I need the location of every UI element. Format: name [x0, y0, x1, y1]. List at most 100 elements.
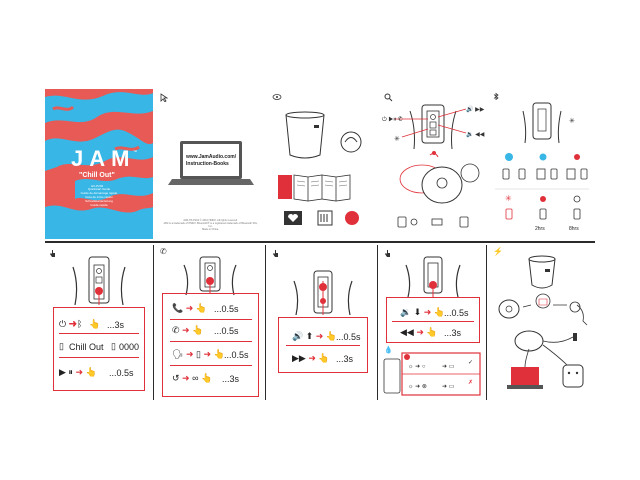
led-status-row-1	[505, 153, 580, 161]
url-panel: www.JamAudio.com/ Instruction-Books JAM-…	[156, 89, 265, 239]
volume-instructions-box	[278, 317, 368, 373]
divider	[392, 321, 474, 322]
cover-pattern	[45, 89, 153, 239]
svg-text:✳: ✳	[394, 135, 400, 143]
cursor-icon	[160, 93, 168, 102]
search-icon	[384, 93, 393, 102]
power-pairing-panel: ⏻ ➜ ᛒ 👆 ...3s ▯ Chill Out ▯ 0000 ▶ ⏸ ➜ 👆…	[45, 245, 153, 400]
column-divider	[265, 245, 266, 400]
speaker-top-diagram	[72, 256, 126, 305]
play-pause-hold-time: ...0.5s	[109, 368, 134, 378]
charging-diagram	[498, 255, 588, 389]
pin-device-icon: ▯	[111, 341, 116, 351]
play-pause-icon: ▶ ⏸ ➜ 👆	[59, 367, 97, 377]
volume-up-icon: 🔊 ⬆ ➜ 👆	[292, 331, 338, 341]
svg-text:⏻ ▶⏸ ✆: ⏻ ▶⏸ ✆	[382, 116, 403, 123]
redial-hold-time: ...3s	[222, 374, 240, 384]
bluetooth-symbol-1: ᛒ	[77, 319, 83, 329]
hand-icon	[49, 249, 56, 258]
answer-hold-time: ...0.5s	[214, 304, 239, 314]
transfer-hold-time: ...0.5s	[224, 350, 249, 360]
svg-text:✳: ✳	[505, 194, 512, 203]
divider	[170, 365, 252, 366]
legal-line: Made in China.	[202, 228, 219, 231]
water-drop-icon: 💧	[384, 347, 393, 354]
hand-icon	[272, 93, 282, 101]
divider	[59, 333, 139, 334]
reject-hold-time: ...0.5s	[214, 326, 239, 336]
cover-subtitle: Schnellstartanleitung	[85, 199, 113, 203]
power-instructions-box	[53, 307, 145, 391]
hand-icon	[384, 249, 391, 258]
pin-code: 0000	[119, 342, 140, 352]
cover-subtitle: Guía de inicio rápido	[85, 195, 113, 199]
phone-panel: ✆ 📞 ➜ 👆 ...0.5s ✆ ➜ 👆 ...0.5s 🗣 ➜ ▯ ➜ 👆 …	[156, 245, 265, 400]
column-divider	[486, 245, 487, 400]
charging-panel: ⚡	[489, 245, 595, 400]
svg-text:➜ ▭: ➜ ▭	[442, 384, 455, 390]
tap-icon: 👆	[89, 319, 101, 329]
volume-down-hold-time: ...0.5s	[444, 308, 469, 318]
svg-text:☼ ➜ ⊗: ☼ ➜ ⊗	[408, 384, 427, 390]
volume-hold-time: ...0.5s	[336, 332, 361, 342]
divider	[170, 341, 252, 342]
volume-down-panel: 🔉 ⬇ ➜ 👆 ...0.5s ◀◀ ➜ 👆 ...3s 💧 ☼ ➜ ○➜ ▭ …	[380, 245, 486, 400]
volume-panel: 🔊 ⬆ ➜ 👆 ...0.5s ▶▶ ➜ 👆 ...3s	[268, 245, 377, 400]
cover-logo: JAM	[71, 146, 136, 171]
volume-down-instructions-box	[386, 297, 480, 343]
cover-panel: JAM ™ "Chill Out" HX-P202 Quickstart Gui…	[45, 89, 153, 239]
svg-text:➜ ▭: ➜ ▭	[442, 364, 455, 370]
pairing-name: Chill Out	[69, 342, 104, 352]
buttons-overview-panel: ⏻ ▶⏸ ✆ 🔊 ▶▶ 🔉 ◀◀ ✳	[380, 89, 486, 239]
transfer-call-icon: 🗣 ➜ ▯ ➜ 👆	[172, 349, 225, 359]
cover-product-name: "Chill Out"	[79, 172, 115, 179]
speaker-illustration	[285, 111, 325, 159]
redial-icon: ↺ ➜ ∞ 👆	[172, 373, 213, 383]
url-line-1: www.JamAudio.com/	[186, 154, 237, 160]
divider	[170, 319, 252, 320]
divider	[286, 345, 360, 346]
row-divider	[45, 241, 595, 243]
legal-line: JAM is a trademark of HMDX. Bluetooth® i…	[163, 222, 258, 228]
cover-model: HX-P202	[91, 184, 104, 188]
svg-text:✳: ✳	[569, 117, 575, 125]
answer-call-icon: 📞 ➜ 👆	[172, 303, 207, 313]
phone-icon: ✆	[160, 247, 167, 256]
legal-text: JAM-HX-P202 © 2016 HMDX. All rights rese…	[162, 219, 259, 231]
power-icon: ⏻ ➜	[59, 319, 77, 329]
strap-illustration	[340, 131, 362, 153]
reject-call-icon: ✆ ➜ 👆	[172, 325, 204, 335]
charge-time-2hrs: 2hrs	[535, 226, 545, 232]
speaker-top-diagram	[293, 270, 353, 315]
speaker-top-diagram	[183, 256, 237, 296]
lightning-icon: ⚡	[493, 247, 503, 256]
volume-down-icon: 🔉 ⬇ ➜ 👆	[400, 307, 446, 317]
svg-text:☼ ➜ ○: ☼ ➜ ○	[408, 364, 426, 370]
phone-device-icon: ▯	[59, 341, 64, 351]
manual-illustration	[278, 174, 351, 202]
speaker-buttons-diagram: ⏻ ▶⏸ ✆ 🔊 ▶▶ 🔉 ◀◀ ✳	[382, 104, 485, 228]
svg-text:✗: ✗	[468, 379, 473, 386]
skip-hold-time: ...3s	[336, 354, 354, 364]
charge-time-8hrs: 8hrs	[569, 226, 579, 232]
hand-icon	[272, 249, 279, 258]
outdoor-use-diagram: ☼ ➜ ○ ➜ ▭ ☼ ➜ ⊗ ➜ ▭ ✓ ✗	[383, 352, 481, 396]
phone-instructions-box	[162, 293, 259, 397]
url-line-2: Instruction-Books	[186, 161, 229, 167]
cover-subtitle: Guide de démarrage rapide	[80, 191, 118, 195]
divider	[59, 357, 139, 358]
cover-subtitle: Quickstart Guide	[87, 187, 111, 191]
svg-text:🔊 ▶▶: 🔊 ▶▶	[466, 105, 485, 113]
warranty-icons	[284, 210, 359, 226]
laptop-illustration	[168, 141, 254, 185]
bluetooth-icon	[493, 92, 499, 101]
bluetooth-panel: ✳ ✳ 2hrs 8hrs	[489, 89, 595, 239]
skip-forward-icon: ▶▶ ➜ 👆	[292, 353, 330, 363]
cover-subtitle-list: Quickstart Guide Guide de démarrage rapi…	[65, 187, 133, 207]
cover-subtitle: Guida rapida	[90, 203, 108, 207]
bluetooth-diagram: ✳ ✳	[495, 102, 589, 220]
column-divider	[377, 245, 378, 400]
svg-text:✓: ✓	[468, 360, 473, 366]
power-hold-time: ...3s	[107, 320, 125, 330]
skip-back-icon: ◀◀ ➜ 👆	[400, 327, 438, 337]
